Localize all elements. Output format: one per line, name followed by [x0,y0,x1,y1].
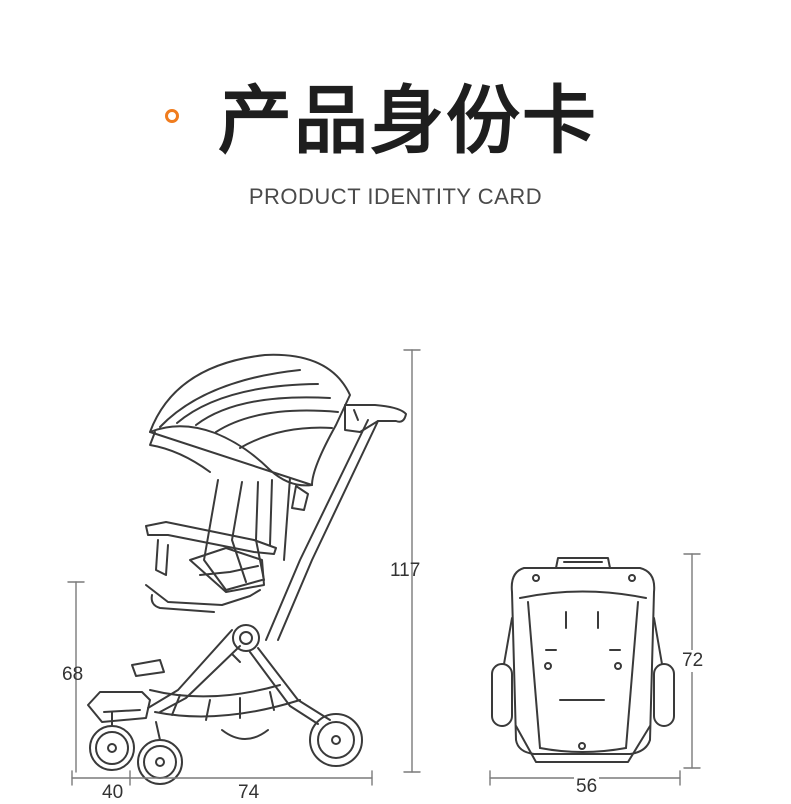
stroller-front-view [491,557,675,763]
header: 产品身份卡 PRODUCT IDENTITY CARD [0,0,791,240]
circle-bullet-icon [165,109,179,123]
stroller-side-view [87,353,407,785]
dimension-height-label: 117 [390,560,421,581]
page-title: 产品身份卡 [218,78,598,164]
dimension-rear-length-label: 40 [100,782,126,804]
dimension-seat-height-label: 68 [62,664,84,685]
dimension-length-label: 74 [236,782,262,804]
dimension-width-label: 56 [574,776,600,798]
dimension-folded-height-label: 72 [680,650,706,672]
dimension-lines [67,349,701,786]
page-subtitle: PRODUCT IDENTITY CARD [248,184,543,209]
